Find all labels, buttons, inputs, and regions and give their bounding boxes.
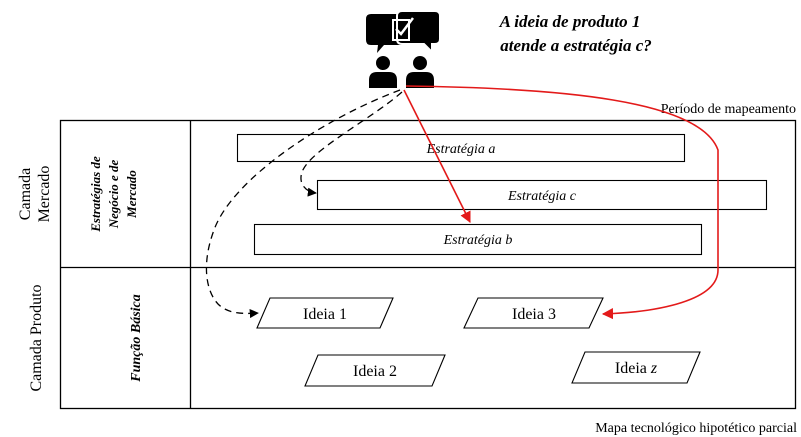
idea-label-z: Ideia xyxy=(615,360,647,377)
map-frame xyxy=(59,119,797,410)
svg-text:Ideia z: Ideia z xyxy=(615,360,658,377)
strategy-box-b: Estratégia b xyxy=(253,223,703,256)
idea-label-3: Ideia 3 xyxy=(512,306,556,323)
idea-box-1: Ideia 1 xyxy=(256,297,394,329)
market-column-line4: Mercado xyxy=(124,170,139,219)
people-discussion-icon xyxy=(366,10,441,88)
product-column-text: Função Básica xyxy=(129,294,144,383)
market-column-line3: Negócio e de xyxy=(106,159,121,229)
idea-label-1: Ideia 1 xyxy=(303,306,347,323)
period-label: Período de mapeamento xyxy=(661,102,796,117)
question-line2: atende a estratégia c? xyxy=(500,36,652,55)
dashed-arrow-to-idea-1 xyxy=(205,89,401,319)
market-column-label: Estratégias de Negócio e de Mercado xyxy=(88,156,139,233)
market-layer-label: Camada Mercado xyxy=(17,166,53,223)
strategy-box-a: Estratégia a xyxy=(236,133,686,163)
red-arrow-to-strategy-b xyxy=(403,89,471,224)
market-column-line2: de xyxy=(88,156,103,169)
map-caption: Mapa tecnológico hipotético parcial xyxy=(595,421,797,436)
market-layer-line1: Camada xyxy=(17,168,34,220)
red-arrow-to-idea-3 xyxy=(405,85,719,320)
market-column-line1: Estratégias xyxy=(88,172,103,233)
idea-label-2: Ideia 2 xyxy=(353,363,397,380)
strategy-label-b: Estratégia b xyxy=(443,233,513,248)
product-layer-text: Camada Produto xyxy=(28,284,45,391)
strategy-label-a: Estratégia a xyxy=(426,142,496,157)
idea-box-3: Ideia 3 xyxy=(463,297,604,329)
strategy-box-c: Estratégia c xyxy=(316,179,768,211)
strategy-label-c: Estratégia c xyxy=(507,189,577,204)
svg-text:Estratégias de: Estratégias de xyxy=(88,156,103,233)
question-line1: A ideia de produto 1 xyxy=(499,12,641,31)
product-layer-label: Camada Produto xyxy=(28,284,45,391)
dashed-arrow-to-strategy-c xyxy=(300,91,403,197)
idea-box-z: Ideia z xyxy=(571,351,701,384)
product-column-label: Função Básica xyxy=(129,294,144,383)
idea-label-z-suffix: z xyxy=(650,360,658,377)
idea-box-2: Ideia 2 xyxy=(304,354,446,387)
market-layer-line2: Mercado xyxy=(36,166,53,223)
